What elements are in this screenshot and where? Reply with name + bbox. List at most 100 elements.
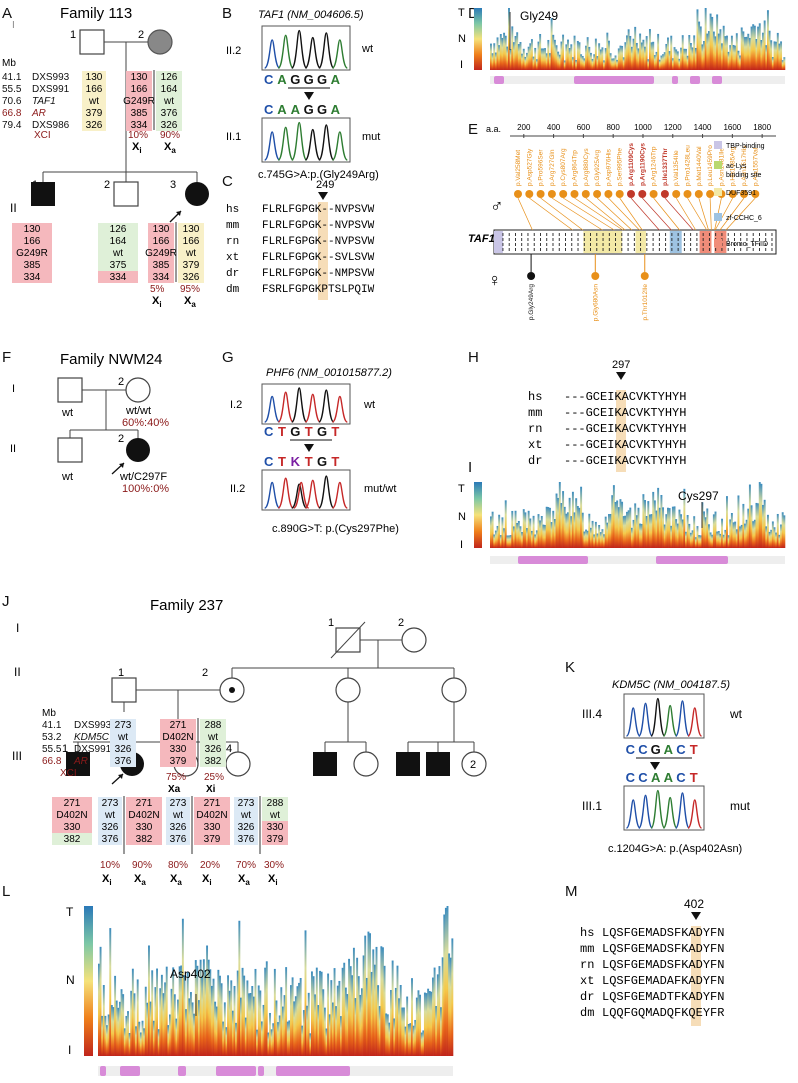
tolerance-bar [586,530,589,548]
species-code: mm [226,220,240,232]
haplotype-value: 330 [204,822,221,833]
marker-name: KDM5C [74,732,110,743]
marker-mb: 41.1 [42,720,62,731]
variant-connector [675,197,697,231]
tolerance-bar [118,1001,121,1056]
haplotype-cell [178,235,204,247]
tolerance-bar [530,530,533,548]
protein-bar [493,229,777,255]
sequence-base: A [664,742,674,757]
tolerance-bar [448,953,451,1056]
aligned-sequence: ---GCEIKACVKTYHYH [564,390,686,404]
tolerance-bar [707,524,710,548]
variant-connector [608,197,640,231]
tolerance-bar [637,507,640,548]
haplotype-blocks: 273wt326376271D402N330379288wt32638275%2… [52,718,288,887]
haplotype-cell [178,247,204,259]
haplotype-cell [110,719,136,731]
tolerance-bar [670,35,673,70]
tolerance-bar [415,997,418,1056]
tolerance-bar [737,495,740,548]
tolerance-bar [309,1033,312,1056]
tolerance-bar [141,1020,144,1056]
mb-header: Mb [42,708,56,719]
chromatogram-peak [638,702,653,737]
aligned-sequence: FLRLFGPGK--NVPSVW [262,204,375,216]
sequence-base: C [264,102,274,117]
xci-value: 90% [132,860,152,871]
tolerance-bar [717,531,720,548]
alignment-rows: hs---GCEIKACVKTYHYHmm---GCEIKACVKTYHYHrn… [528,390,686,468]
chromatogram-peak [277,391,294,423]
x-subscript: a [245,878,250,887]
domain-track [98,1066,453,1076]
haplotype-cell [194,797,230,809]
chromatogram-peak [291,29,308,69]
haplotype-cell [98,833,122,845]
tolerance-bar [267,1032,270,1056]
tolerance-bar [571,57,574,70]
aligned-sequence: FLRLFGPGK--SVLSVW [262,252,375,264]
tolerance-bar [585,529,587,548]
domain-box [258,1066,264,1076]
tolerance-bar [748,37,751,70]
haplotype-value: 379 [204,834,221,845]
tolerance-bar [240,997,242,1056]
genotype: wt/wt [125,405,151,417]
tolerance-bar [417,990,420,1056]
x-chromosome-label: Xi [202,873,212,887]
sequence-base: C [638,742,648,757]
tolerance-bar [257,985,260,1056]
tolerance-bar [709,532,712,548]
tolerance-bar [616,500,619,548]
tolerance-bar [529,518,532,548]
tolerance-bar [359,994,362,1056]
variant-label: p.Arg1109Cys [628,143,635,186]
male-unaffected [111,677,137,703]
tolerance-bar [660,55,663,70]
tolerance-bar [540,516,543,548]
chromatogram-peak [638,794,653,829]
sample-label: I.2 [230,399,242,411]
drop-lines [77,702,475,752]
tolerance-bar [766,10,769,71]
residue-position: 249 [316,179,334,191]
tolerance-bar [503,528,506,548]
tolerance-bar [660,495,663,548]
tolerance-bar [157,1029,160,1056]
tolerance-bar [612,485,615,548]
tolerance-bar [521,53,524,70]
sample-label: III.1 [582,799,602,813]
tolerance-bar [663,52,666,70]
tolerance-bar [346,994,349,1056]
tolerance-bar [499,34,502,70]
tolerance-bar [640,523,643,548]
tolerance-bar [217,969,220,1056]
chromatogram-frame [623,785,705,831]
xci-value: 70% [236,860,256,871]
tolerance-bar [632,519,635,548]
tolerance-bar [241,967,244,1056]
tolerance-bar [655,51,658,70]
sequence-base: C [638,770,648,785]
domain-boxes [518,556,728,564]
tolerance-bar [522,48,525,70]
chromatogram-peak [687,707,703,737]
male-affected [313,752,337,776]
tolerance-bar [680,47,683,70]
tolerance-bar [151,970,154,1056]
tolerance-bar [694,47,697,70]
haplotype-value: 288 [205,720,222,731]
haplotype-value: 164 [110,236,127,247]
tolerance-bar [619,45,622,70]
tolerance-bar [747,508,750,548]
tolerance-bar [327,973,330,1056]
variant-label: p.Ser995Phe [617,148,624,186]
tolerance-bar [742,503,745,548]
haplotype-value: G249R [16,248,48,259]
